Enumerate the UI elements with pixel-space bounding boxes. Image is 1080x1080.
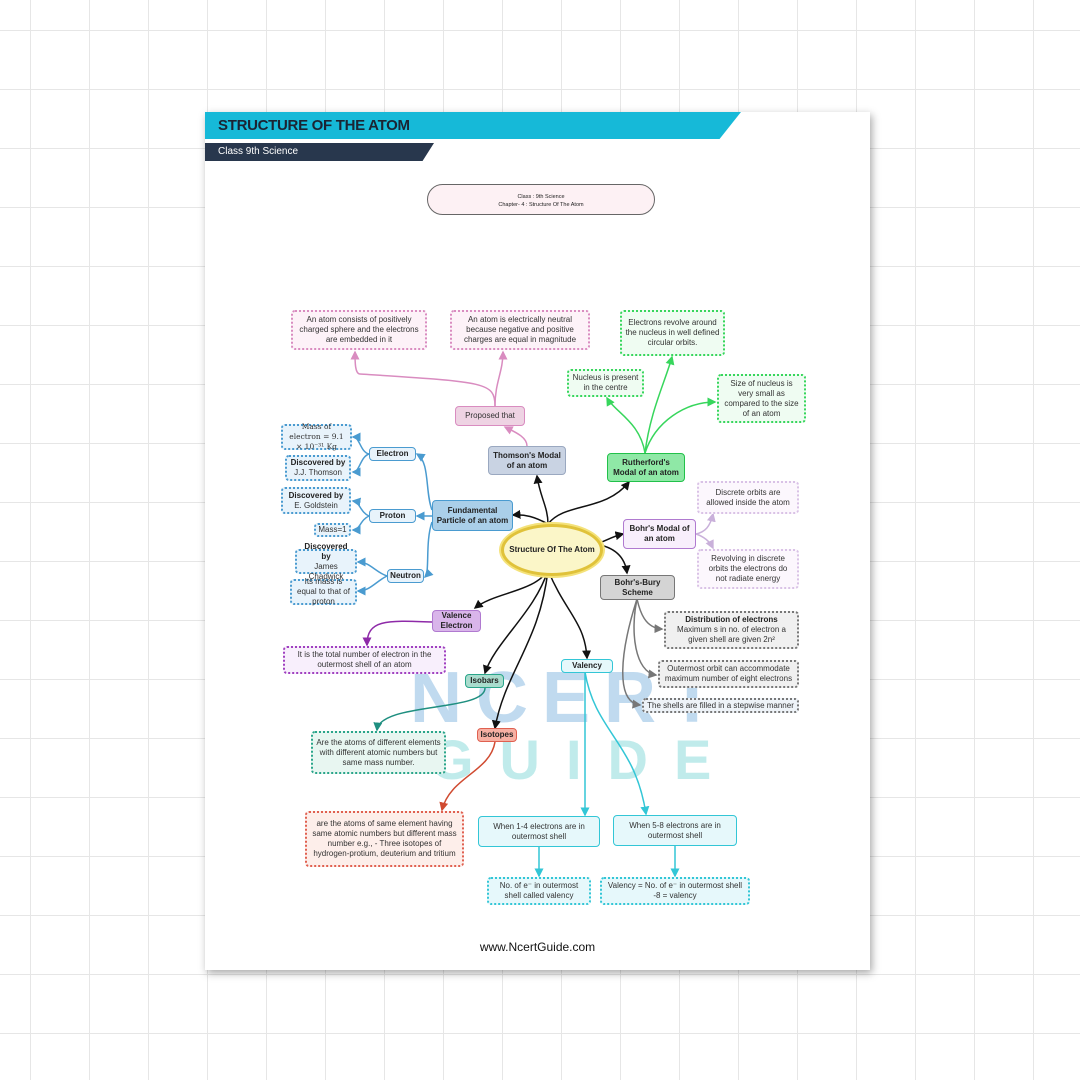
- isobars-node: Isobars: [465, 674, 504, 688]
- neutron-mass: Its mass is equal to that of proton: [290, 577, 357, 606]
- discoverer-name: J.J. Thomson: [294, 468, 342, 477]
- bohr-model-node: Bohr's Modal of an atom: [623, 519, 696, 549]
- mind-map-page: STRUCTURE OF THE ATOM Class 9th Science …: [205, 112, 870, 970]
- valency-node: Valency: [561, 659, 613, 673]
- bohr-point-discrete: Discrete orbits are allowed inside the a…: [697, 481, 799, 514]
- footer-url: www.NcertGuide.com: [479, 940, 596, 954]
- thomson-point-sphere: An atom consists of positively charged s…: [291, 310, 427, 350]
- rutherford-point-orbits: Electrons revolve around the nucleus in …: [620, 310, 725, 356]
- thomson-point-neutral: An atom is electrically neutral because …: [450, 310, 590, 350]
- valence-electron-definition: It is the total number of electron in th…: [283, 646, 446, 674]
- proposed-that-node: Proposed that: [455, 406, 525, 426]
- distribution-text: Maximum s in no. of electron a given she…: [677, 625, 786, 644]
- page-subtitle: Class 9th Science: [218, 146, 299, 157]
- discovered-by-label: Discovered by: [288, 490, 344, 500]
- central-topic-node: Structure Of The Atom: [501, 524, 603, 576]
- discoverer-name: James Chadwick: [308, 561, 344, 581]
- valency-result-5-8: Valency = No. of e⁻ in outermost shell -…: [600, 877, 750, 905]
- subtitle-banner: Class 9th Science: [205, 143, 434, 161]
- class-label: Class : 9th Science: [517, 194, 565, 200]
- valency-case-5-8: When 5-8 electrons are in outermost shel…: [613, 815, 737, 846]
- neutron-node: Neutron: [387, 569, 424, 583]
- connector-lines: [350, 350, 717, 878]
- discovered-by-label: Discovered by: [304, 541, 348, 561]
- watermark-guide: GUIDE: [430, 728, 738, 791]
- bohr-bury-outermost: Outermost orbit can accommodate maximum …: [658, 660, 799, 688]
- valency-result-1-4: No. of e⁻ in outermost shell called vale…: [487, 877, 591, 905]
- bohr-bury-node: Bohr's-Bury Scheme: [600, 575, 675, 600]
- isotopes-definition: are the atoms of same element having sam…: [305, 811, 464, 867]
- discoverer-name: E. Goldstein: [294, 500, 338, 510]
- proton-mass: Mass=1: [314, 523, 351, 537]
- chapter-label: Chapter- 4 : Structure Of The Atom: [498, 202, 584, 208]
- page-title: STRUCTURE OF THE ATOM: [218, 117, 410, 134]
- thomson-model-node: Thomson's Modal of an atom: [488, 446, 566, 475]
- isobars-definition: Are the atoms of different elements with…: [311, 731, 446, 774]
- isotopes-node: Isotopes: [477, 728, 517, 742]
- rutherford-model-node: Rutherford's Modal of an atom: [607, 453, 685, 482]
- proton-node: Proton: [369, 509, 416, 523]
- valence-electron-node: Valence Electron: [432, 610, 481, 632]
- fundamental-particle-node: Fundamental Particle of an atom: [432, 500, 513, 531]
- bohr-point-radiate: Revolving in discrete orbits the electro…: [697, 549, 799, 589]
- discovered-by-label: Discovered by: [290, 458, 346, 467]
- distribution-title: Distribution of electrons: [685, 615, 778, 624]
- rutherford-point-nucleus: Nucleus is present in the centre: [567, 369, 644, 397]
- electron-node: Electron: [369, 447, 416, 461]
- chapter-info-pill: Class : 9th Science Chapter- 4 : Structu…: [427, 184, 655, 215]
- valency-case-1-4: When 1-4 electrons are in outermost shel…: [478, 816, 600, 847]
- rutherford-point-size: Size of nucleus is very small as compare…: [717, 374, 806, 423]
- electron-mass: Mass of electron = 9.1 × 10⁻³¹ Kg: [281, 422, 352, 451]
- title-banner: STRUCTURE OF THE ATOM: [205, 112, 741, 139]
- bohr-bury-stepwise: The shells are filled in a stepwise mann…: [642, 698, 799, 713]
